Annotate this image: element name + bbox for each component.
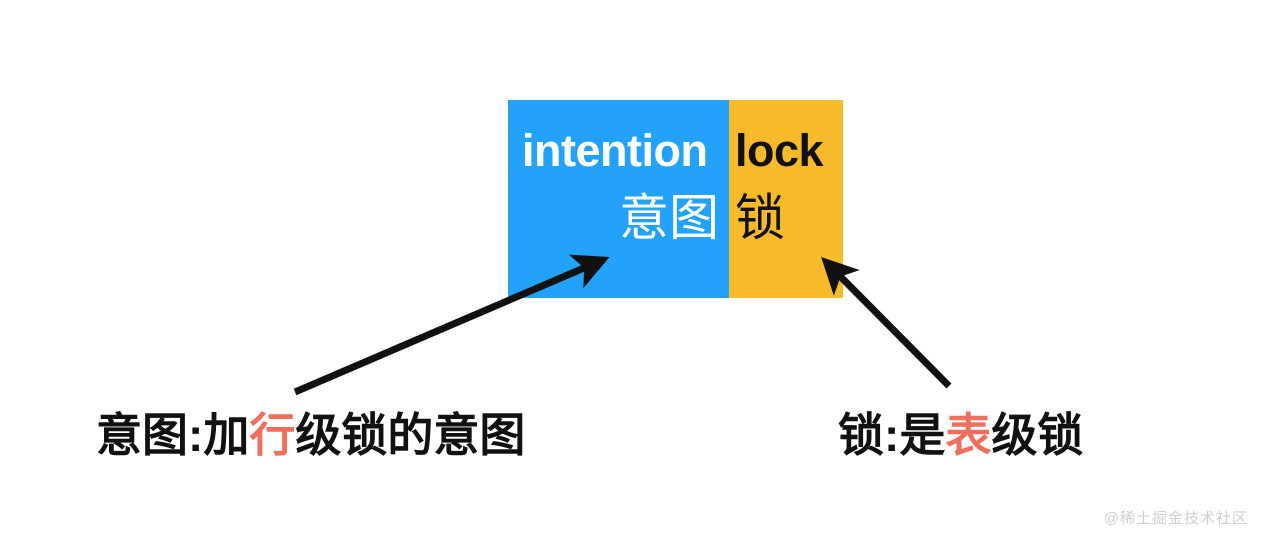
annotation-right: 锁:是表级锁 <box>838 412 1083 458</box>
annotation-left: 意图:加行级锁的意图 <box>96 412 525 458</box>
lock-chinese-label: 锁 <box>735 190 785 246</box>
lock-panel: lock 锁 <box>729 100 843 298</box>
watermark: @稀土掘金技术社区 <box>1103 510 1248 527</box>
annotation-right-suffix: 级锁 <box>991 409 1084 461</box>
annotation-left-suffix: 级锁的意图 <box>295 409 526 461</box>
intention-panel: intention 意图 <box>508 100 729 298</box>
annotation-left-prefix: 意图:加 <box>96 409 250 461</box>
annotation-right-highlight: 表 <box>945 409 992 461</box>
intention-chinese-label: 意图 <box>619 190 719 246</box>
lock-english-label: lock <box>735 125 824 176</box>
arrow-to-lock <box>821 257 952 389</box>
intention-english-label: intention <box>522 125 708 176</box>
annotation-right-prefix: 锁:是 <box>838 409 946 461</box>
annotation-left-highlight: 行 <box>249 409 296 461</box>
intention-lock-block: intention 意图 lock 锁 <box>508 100 843 298</box>
